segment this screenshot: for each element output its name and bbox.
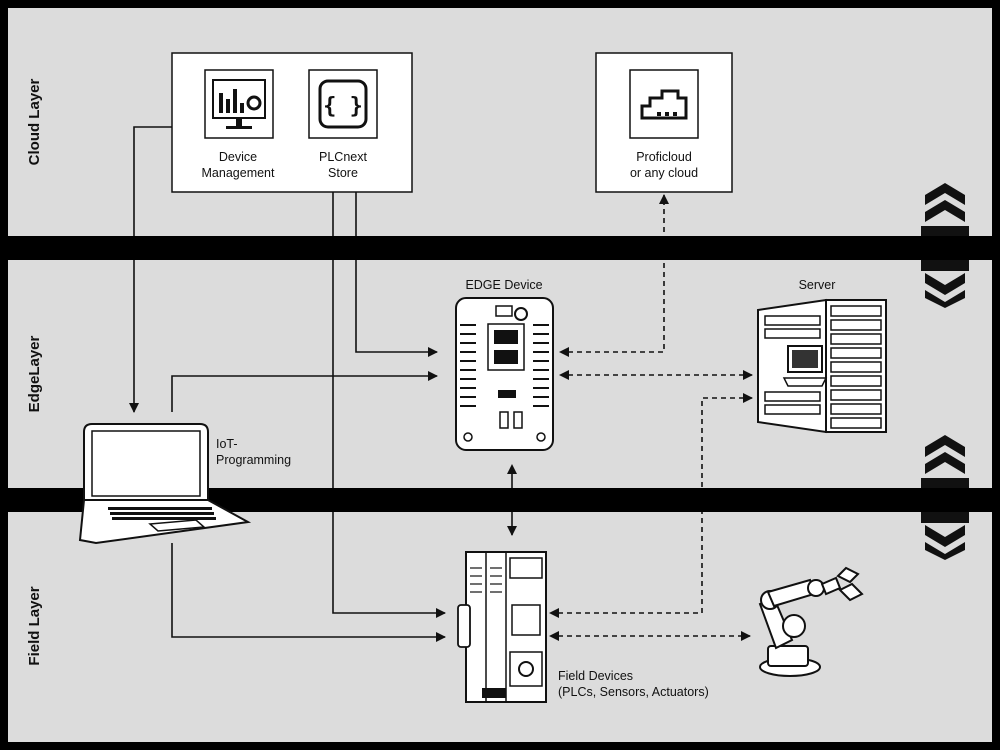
- plcnext-store-label-1: PLCnext: [319, 150, 367, 164]
- server-label: Server: [799, 278, 836, 292]
- iot-programming-label-2: Programming: [216, 453, 291, 467]
- connectors: [129, 126, 517, 642]
- device-management-label-1: Device: [219, 150, 257, 164]
- connector-field-to-server: [549, 393, 753, 618]
- connector-laptop-to-edge: [171, 371, 438, 412]
- plcnext-store-label-2: Store: [328, 166, 358, 180]
- field-devices-label-2: (PLCs, Sensors, Actuators): [558, 685, 709, 699]
- edge-layer-label: EdgeLayer: [26, 335, 43, 412]
- server-rack-icon: [757, 298, 887, 434]
- plc-controller-icon: [457, 551, 547, 703]
- monitor-chart-gear-icon: [204, 69, 274, 139]
- laptop-icon: [78, 423, 252, 545]
- connector-devmgmt-to-laptop: [129, 126, 172, 413]
- cloud-layer-band: [8, 8, 992, 236]
- proficloud-label-1: Proficloud: [636, 150, 692, 164]
- braces-icon: { }: [308, 69, 378, 139]
- it-divider: [0, 236, 1000, 260]
- device-management-label-2: Management: [202, 166, 275, 180]
- field-layer-label: Field Layer: [26, 586, 43, 665]
- edge-device-icon: [455, 297, 554, 451]
- svg-text:{ }: { }: [323, 94, 363, 119]
- cloud-layer-label: Cloud Layer: [26, 78, 43, 165]
- edge-device-label: EDGE Device: [465, 278, 542, 292]
- proficloud-label-2: or any cloud: [630, 166, 698, 180]
- connector-store-to-field: [332, 192, 446, 618]
- iot-programming-label-1: IoT-: [216, 437, 238, 451]
- connector-laptop-to-field: [171, 543, 446, 642]
- cloud-icon: [629, 69, 699, 139]
- robot-arm-icon: [758, 566, 864, 677]
- field-devices-label-1: Field Devices: [558, 669, 633, 683]
